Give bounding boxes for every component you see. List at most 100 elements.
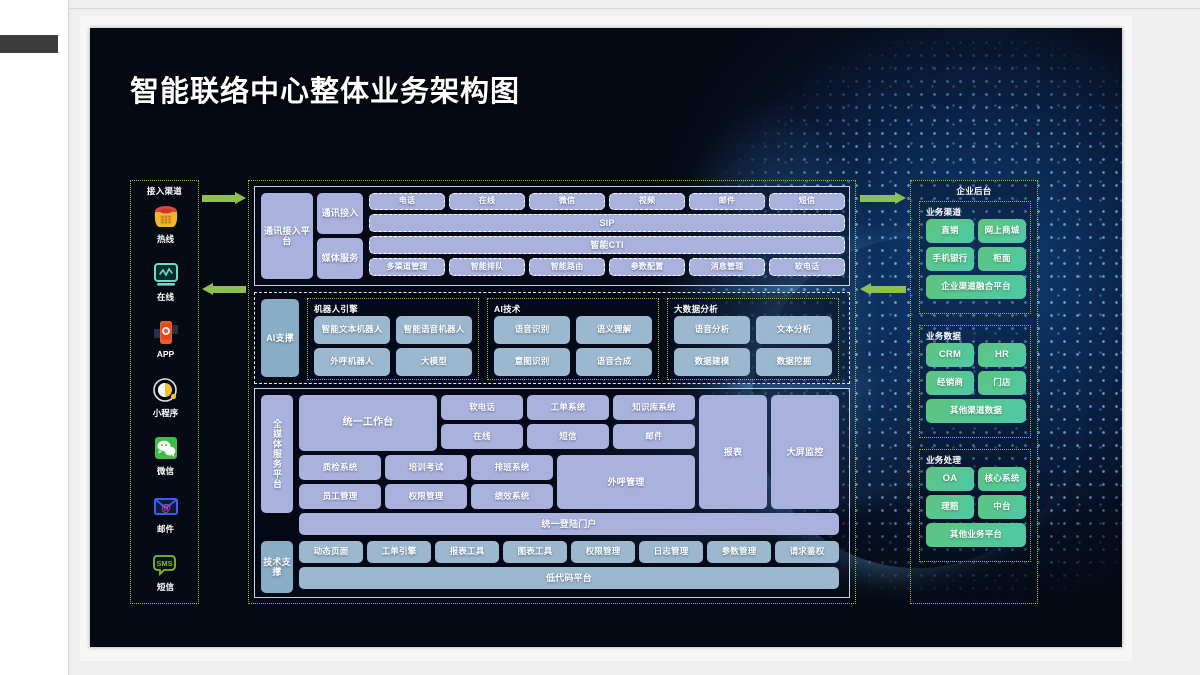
telecom-channel-tile[interactable]: 视频 — [609, 193, 685, 210]
ai-tile[interactable]: 语音合成 — [576, 348, 652, 376]
omni-tile[interactable]: 邮件 — [613, 424, 695, 449]
intelligent-cti-bar[interactable]: 智能CTI — [369, 236, 845, 254]
omni-mgmt-tile[interactable]: 质检系统 — [299, 455, 381, 480]
ai-tile[interactable]: 智能文本机器人 — [314, 316, 390, 344]
telecom-service-tile[interactable]: 智能路由 — [529, 258, 605, 276]
channel-item-online[interactable]: 在线 — [131, 261, 200, 303]
tech-tool-tile[interactable]: 动态页面 — [299, 541, 363, 563]
enterprise-tile[interactable]: 核心系统 — [978, 467, 1026, 491]
enterprise-tile[interactable]: 直销 — [926, 219, 974, 243]
omni-tile[interactable]: 短信 — [527, 424, 609, 449]
monitor-chat-icon — [151, 261, 181, 289]
report-box[interactable]: 报表 — [699, 395, 767, 509]
enterprise-tile[interactable]: OA — [926, 467, 974, 491]
tech-tool-tile[interactable]: 权限管理 — [571, 541, 635, 563]
channel-label: 邮件 — [156, 524, 174, 534]
omni-mgmt-tile[interactable]: 排班系统 — [471, 455, 553, 480]
telecom-channel-tile[interactable]: 微信 — [529, 193, 605, 210]
telecom-service-tile[interactable]: 智能排队 — [449, 258, 525, 276]
ai-tile[interactable]: 外呼机器人 — [314, 348, 390, 376]
omni-mgmt-tile[interactable]: 绩效系统 — [471, 484, 553, 509]
arrow-enterprise-to-platform — [860, 283, 906, 295]
ai-tile[interactable]: 数据建模 — [674, 348, 750, 376]
channel-label: APP — [156, 349, 175, 359]
enterprise-tile[interactable]: 手机银行 — [926, 247, 974, 271]
telecom-service-tile[interactable]: 消息管理 — [689, 258, 765, 276]
tech-support-box[interactable]: 技术支撑 — [261, 541, 293, 593]
telecom-service-tile[interactable]: 参数配置 — [609, 258, 685, 276]
omni-tile[interactable]: 软电话 — [441, 395, 523, 420]
bigscreen-monitor-box[interactable]: 大屏监控 — [771, 395, 839, 509]
omni-tile[interactable]: 在线 — [441, 424, 523, 449]
media-service-box[interactable]: 媒体服务 — [317, 238, 363, 279]
telecom-platform-box[interactable]: 通讯接入平台 — [261, 193, 313, 279]
ai-support-box[interactable]: AI支撑 — [261, 299, 299, 377]
big-data-title: 大数据分析 — [674, 304, 719, 314]
enterprise-backend-group: 企业后台 业务渠道 直销 网上商城 手机银行 柜面 企业渠道融合平台 业务数据 … — [910, 180, 1038, 604]
ai-tile[interactable]: 语音识别 — [494, 316, 570, 344]
business-data-title: 业务数据 — [926, 331, 962, 341]
enterprise-tile[interactable]: CRM — [926, 343, 974, 367]
wechat-icon — [151, 435, 181, 463]
channel-item-wechat[interactable]: 微信 — [131, 435, 200, 477]
omni-mgmt-tile[interactable]: 员工管理 — [299, 484, 381, 509]
enterprise-tile[interactable]: 经销商 — [926, 371, 974, 395]
telecom-access-platform-section: 通讯接入平台 通讯接入 媒体服务 电话 在线 微信 视频 邮件 短信 SIP 智… — [254, 186, 850, 286]
enterprise-tile[interactable]: HR — [978, 343, 1026, 367]
enterprise-wide-tile[interactable]: 其他业务平台 — [926, 523, 1026, 547]
enterprise-tile[interactable]: 理赔 — [926, 495, 974, 519]
big-data-group: 大数据分析 语音分析 文本分析 数据建模 数据挖掘 — [667, 298, 839, 380]
enterprise-tile[interactable]: 中台 — [978, 495, 1026, 519]
enterprise-tile[interactable]: 网上商城 — [978, 219, 1026, 243]
enterprise-tile[interactable]: 柜面 — [978, 247, 1026, 271]
ai-tile[interactable]: 语义理解 — [576, 316, 652, 344]
robot-engine-group: 机器人引擎 智能文本机器人 智能语音机器人 外呼机器人 大模型 — [307, 298, 479, 380]
telecom-access-box[interactable]: 通讯接入 — [317, 193, 363, 234]
channel-item-miniprogram[interactable]: 小程序 — [131, 377, 200, 419]
omni-mgmt-tile[interactable]: 权限管理 — [385, 484, 467, 509]
telecom-channel-tile[interactable]: 电话 — [369, 193, 445, 210]
channel-label: 在线 — [156, 292, 174, 302]
tech-tool-tile[interactable]: 请求鉴权 — [775, 541, 839, 563]
channel-item-sms[interactable]: SMS 短信 — [131, 551, 200, 593]
channel-item-email[interactable]: @ 邮件 — [131, 493, 200, 535]
access-channels-group: 接入渠道 热线 — [130, 180, 199, 604]
ai-tile[interactable]: 大模型 — [396, 348, 472, 376]
sip-bar[interactable]: SIP — [369, 214, 845, 232]
channel-item-hotline[interactable]: 热线 — [131, 203, 200, 245]
telecom-channel-tile[interactable]: 短信 — [769, 193, 845, 210]
telecom-channel-tile[interactable]: 邮件 — [689, 193, 765, 210]
enterprise-backend-title: 企业后台 — [956, 186, 992, 196]
telecom-service-tile[interactable]: 多渠道管理 — [369, 258, 445, 276]
business-process-title: 业务处理 — [926, 455, 962, 465]
unified-login-portal-bar[interactable]: 统一登陆门户 — [299, 513, 839, 535]
channel-item-app[interactable]: APP — [131, 319, 200, 359]
ai-tile[interactable]: 文本分析 — [756, 316, 832, 344]
editor-left-bar — [0, 35, 58, 53]
omni-platform-box[interactable]: 全媒体服务平台 — [261, 395, 293, 513]
tech-tool-tile[interactable]: 工单引擎 — [367, 541, 431, 563]
enterprise-wide-tile[interactable]: 企业渠道融合平台 — [926, 275, 1026, 299]
omni-mgmt-tile[interactable]: 培训考试 — [385, 455, 467, 480]
omni-tile[interactable]: 知识库系统 — [613, 395, 695, 420]
ai-tile[interactable]: 意图识别 — [494, 348, 570, 376]
tech-tool-tile[interactable]: 参数管理 — [707, 541, 771, 563]
enterprise-tile[interactable]: 门店 — [978, 371, 1026, 395]
tech-tool-tile[interactable]: 日志管理 — [639, 541, 703, 563]
outbound-management-box[interactable]: 外呼管理 — [557, 455, 695, 509]
tech-tool-tile[interactable]: 图表工具 — [503, 541, 567, 563]
core-platform-frame — [248, 180, 856, 604]
omni-tile[interactable]: 工单系统 — [527, 395, 609, 420]
mini-program-icon — [151, 377, 181, 405]
telecom-channel-tile[interactable]: 在线 — [449, 193, 525, 210]
ai-tile[interactable]: 智能语音机器人 — [396, 316, 472, 344]
enterprise-wide-tile[interactable]: 其他渠道数据 — [926, 399, 1026, 423]
ai-tile[interactable]: 语音分析 — [674, 316, 750, 344]
channel-label: 微信 — [156, 466, 174, 476]
unified-workbench-box[interactable]: 统一工作台 — [299, 395, 437, 451]
telecom-service-tile[interactable]: 软电话 — [769, 258, 845, 276]
lowcode-platform-bar[interactable]: 低代码平台 — [299, 567, 839, 589]
tech-tool-tile[interactable]: 报表工具 — [435, 541, 499, 563]
ai-tile[interactable]: 数据挖掘 — [756, 348, 832, 376]
robot-engine-title: 机器人引擎 — [314, 304, 359, 314]
